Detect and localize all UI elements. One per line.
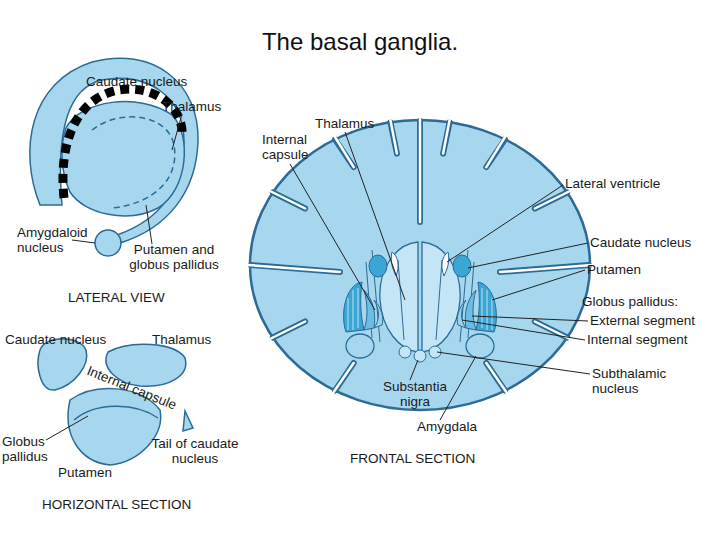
part-label: Internal segment	[587, 333, 688, 348]
caudate-shape	[369, 255, 387, 277]
part-label: Globus pallidus	[2, 435, 62, 464]
amygdala-shape	[466, 334, 494, 358]
leader-line	[46, 416, 88, 440]
pallidus-internal	[374, 300, 383, 328]
nucleus-circle	[399, 346, 411, 358]
amygdala-shape	[95, 230, 121, 256]
leader-line	[472, 316, 588, 321]
part-label: Putamen and globus pallidus	[122, 243, 226, 272]
pallidus-external	[465, 290, 476, 330]
figure-title: The basal ganglia.	[0, 28, 720, 56]
panel-title: LATERAL VIEW	[68, 291, 165, 306]
leader-line	[72, 240, 95, 243]
caudate-shape	[453, 255, 471, 277]
thalamus-shape	[380, 242, 418, 352]
nucleus-circle	[414, 350, 426, 362]
part-label: Putamen	[58, 466, 112, 481]
leader-line	[492, 270, 585, 300]
part-label: External segment	[590, 314, 695, 329]
leader-lines	[290, 132, 590, 420]
leader-line	[290, 164, 375, 310]
part-label: Putamen	[587, 263, 641, 278]
part-label: Thalamus	[152, 333, 211, 348]
putamen-shape	[476, 282, 496, 332]
sulcus-core	[248, 119, 592, 393]
part-label: Tail of caudate nucleus	[150, 437, 240, 466]
part-label: Thalamus	[315, 117, 374, 132]
part-label: Internal capsule	[262, 133, 322, 162]
thalamus-shape	[422, 242, 460, 352]
panel-title: FRONTAL SECTION	[350, 452, 475, 467]
part-label: Lateral ventricle	[565, 177, 660, 192]
leader-line	[172, 114, 182, 150]
part-label: Amygdaloid nucleus	[17, 226, 89, 255]
part-label: Globus pallidus:	[582, 295, 678, 310]
sulci	[248, 119, 592, 393]
part-label: Caudate nucleus	[590, 236, 691, 251]
putamen-stripes	[348, 288, 492, 330]
part-label: Subthalamic nucleus	[592, 367, 684, 396]
part-label: Amygdala	[417, 420, 477, 435]
leader-line	[146, 205, 152, 244]
leader-line	[437, 352, 590, 374]
part-label: Caudate nucleus	[86, 75, 187, 90]
pallidus-border	[74, 406, 158, 420]
leader-line	[468, 243, 588, 268]
part-label: Substantia nigra	[375, 380, 455, 409]
caudate-tail-shape	[183, 411, 193, 431]
panel-title: HORIZONTAL SECTION	[42, 498, 191, 513]
pallidus-internal	[457, 300, 466, 328]
leader-line	[447, 185, 563, 262]
capsule-fibres	[366, 250, 474, 342]
putamen-shape	[344, 282, 364, 332]
amygdala-shape	[346, 334, 374, 358]
part-label: Thalamus	[162, 100, 221, 115]
part-label: Internal capsule	[85, 364, 179, 413]
leader-line	[462, 320, 585, 340]
ventricle-shape	[442, 252, 449, 276]
pallidus-external	[364, 290, 375, 330]
thalamus-outline	[92, 117, 175, 208]
part-label: Caudate nucleus	[5, 333, 106, 348]
leader-line	[410, 360, 418, 380]
caudate-shape	[30, 58, 198, 243]
